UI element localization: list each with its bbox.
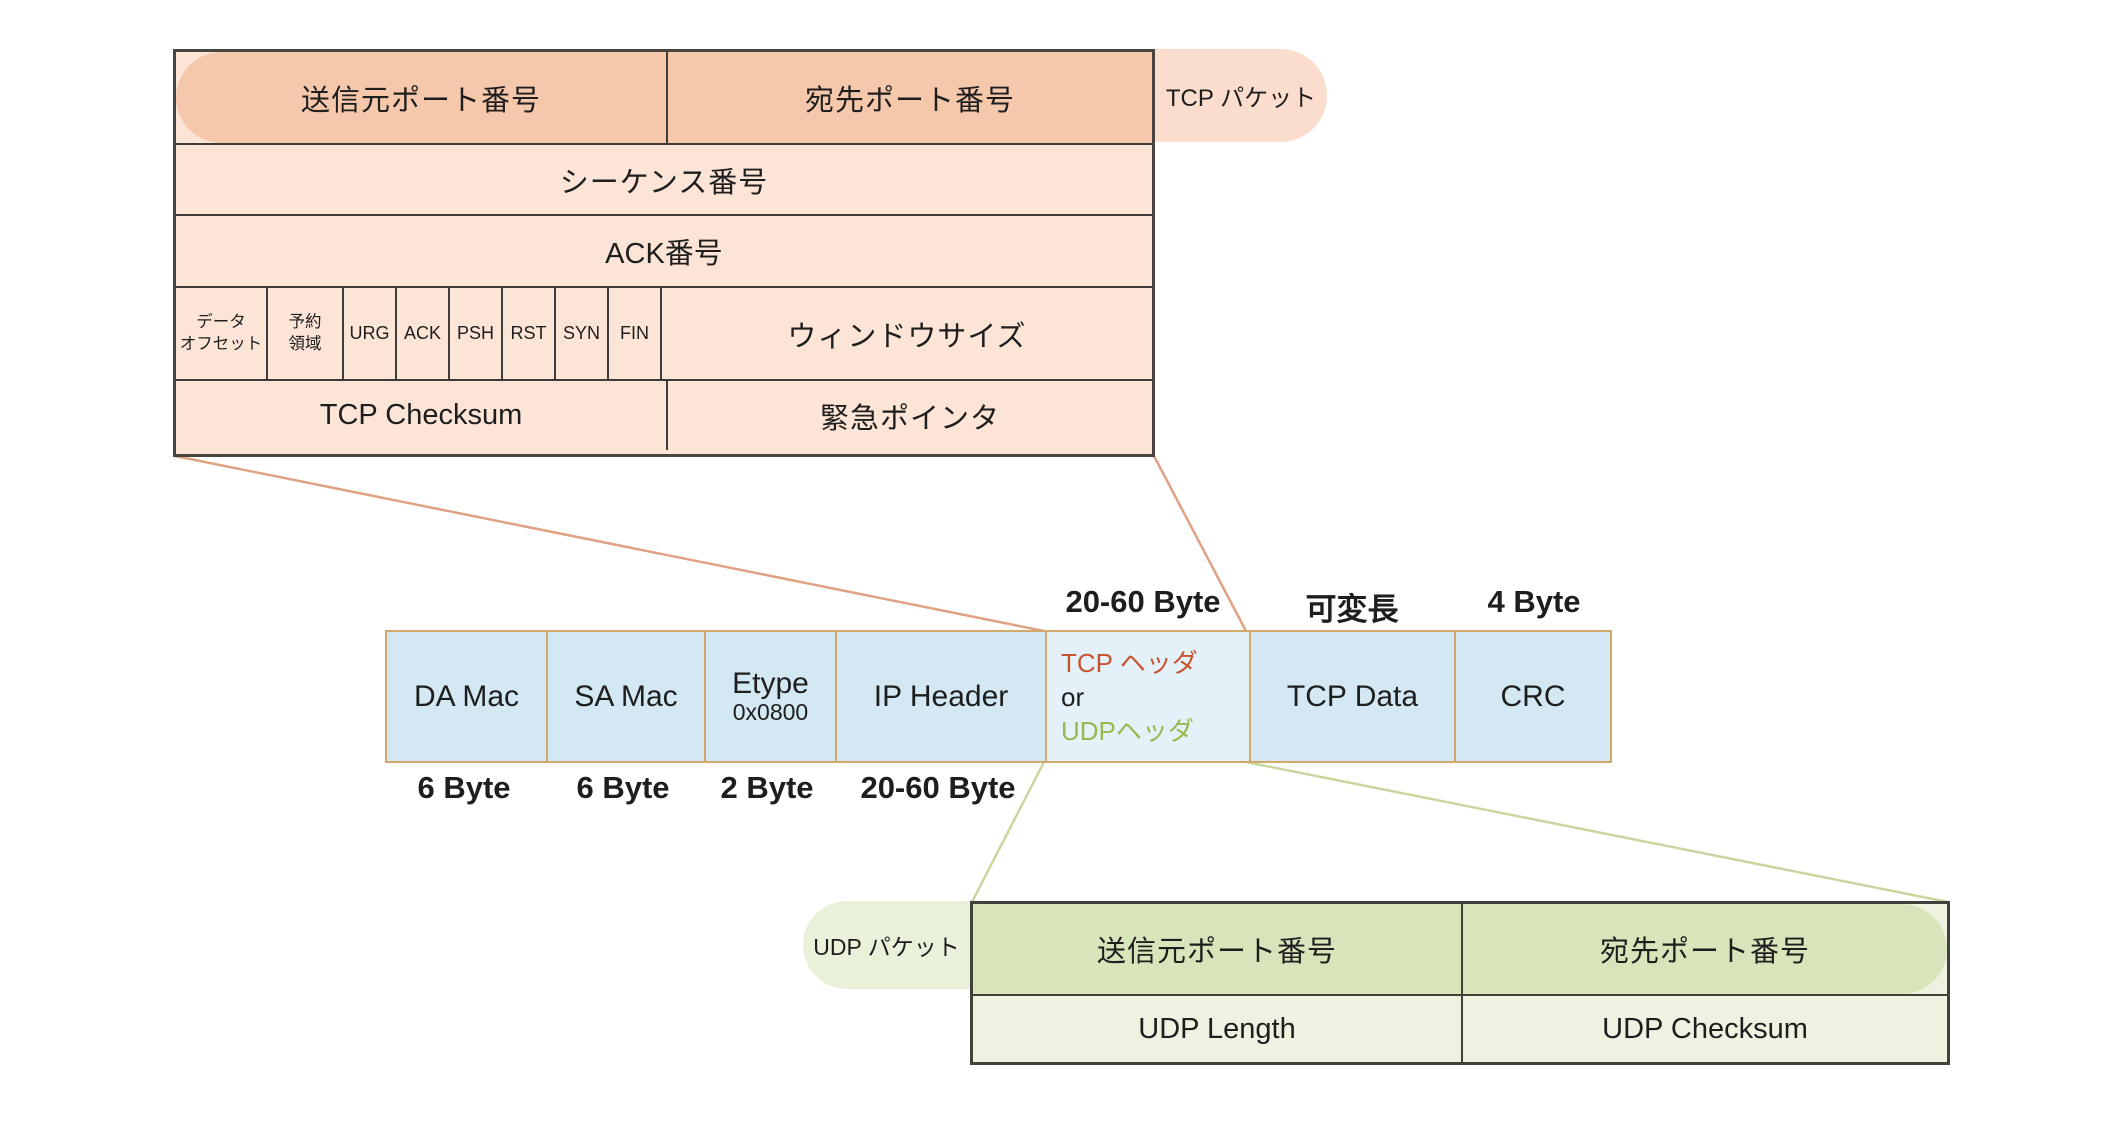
da-mac-size-label: 6 Byte bbox=[417, 770, 511, 805]
or-line: or bbox=[1061, 681, 1085, 712]
tcp-flag-urg: URG bbox=[344, 288, 397, 379]
tcp-flag-reserved: 予約 領域 bbox=[268, 288, 344, 379]
crc-size-label: 4 Byte bbox=[1487, 584, 1581, 619]
etype-cell: Etype 0x0800 bbox=[704, 632, 835, 761]
etype-size-label: 2 Byte bbox=[720, 770, 814, 805]
tcp-checksum-cell: TCP Checksum bbox=[319, 399, 523, 431]
tcp-flag-rst: RST bbox=[503, 288, 556, 379]
udp-zoom-line-left bbox=[970, 761, 1046, 903]
tcp-header-size-label: 20-60 Byte bbox=[1065, 584, 1221, 619]
tcp-zoom-line-right bbox=[1152, 455, 1248, 632]
sa-mac-size-label: 6 Byte bbox=[576, 770, 670, 805]
tcp-row-ack: ACK番号 bbox=[176, 214, 1152, 286]
udp-src-port-cell: 送信元ポート番号 bbox=[1096, 936, 1337, 968]
tcp-header-table: 送信元ポート番号 宛先ポート番号 シーケンス番号 ACK番号 データ オフセット… bbox=[173, 49, 1155, 457]
ip-header-cell: IP Header bbox=[835, 632, 1045, 761]
sa-mac-cell: SA Mac bbox=[546, 632, 704, 761]
tcp-sequence-cell: シーケンス番号 bbox=[559, 166, 769, 199]
udp-row-ports: 送信元ポート番号 宛先ポート番号 bbox=[973, 904, 1947, 994]
ip-header-size-label: 20-60 Byte bbox=[860, 770, 1016, 805]
ethernet-frame: DA Mac SA Mac Etype 0x0800 IP Header TCP… bbox=[385, 630, 1612, 763]
udp-checksum-cell: UDP Checksum bbox=[1461, 996, 1947, 1062]
tcp-flag-ack: ACK bbox=[397, 288, 450, 379]
tcp-flag-data-offset: データ オフセット bbox=[176, 288, 268, 379]
tcp-packet-bubble-label: TCP パケット bbox=[1165, 85, 1317, 112]
udp-packet-bubble-label: UDP パケット bbox=[813, 934, 960, 960]
tcp-flag-syn: SYN bbox=[556, 288, 609, 379]
tcp-zoom-line-left bbox=[174, 454, 1045, 633]
etype-value: 0x0800 bbox=[732, 699, 809, 725]
tcp-data-cell: TCP Data bbox=[1249, 632, 1454, 761]
udp-header-table: 送信元ポート番号 宛先ポート番号 UDP Length UDP Checksum bbox=[970, 901, 1950, 1065]
tcp-ports-highlight-pill bbox=[176, 52, 1152, 143]
udp-row-length-checksum: UDP Length UDP Checksum bbox=[973, 994, 1947, 1062]
crc-cell: CRC bbox=[1454, 632, 1610, 761]
tcp-row-checksum: TCP Checksum 緊急ポインタ bbox=[176, 379, 1152, 450]
tcp-ack-cell: ACK番号 bbox=[605, 238, 723, 270]
tcp-data-size-label: 可変長 bbox=[1305, 592, 1399, 627]
tcp-src-port-cell: 送信元ポート番号 bbox=[300, 84, 541, 117]
udp-dst-port-cell: 宛先ポート番号 bbox=[1461, 904, 1947, 994]
tcp-dst-port-cell: 宛先ポート番号 bbox=[666, 52, 1152, 143]
da-mac-cell: DA Mac bbox=[387, 632, 546, 761]
tcp-packet-bubble: TCP パケット bbox=[1155, 49, 1327, 142]
tcp-row-sequence: シーケンス番号 bbox=[176, 143, 1152, 214]
udp-zoom-line-right bbox=[1245, 760, 1949, 904]
tcp-urgent-pointer-cell: 緊急ポインタ bbox=[666, 381, 1152, 450]
udp-ports-highlight-pill bbox=[973, 904, 1947, 994]
udp-length-cell: UDP Length bbox=[1138, 1012, 1296, 1045]
etype-label: Etype bbox=[732, 667, 809, 700]
udp-header-line: UDPヘッダ bbox=[1061, 715, 1194, 746]
tcp-row-flags: データ オフセット 予約 領域 URG ACK PSH RST SYN FIN … bbox=[176, 286, 1152, 379]
tcp-or-udp-header-cell: TCP ヘッダ or UDPヘッダ bbox=[1045, 632, 1249, 761]
udp-packet-bubble: UDP パケット bbox=[803, 901, 970, 989]
tcp-window-size-cell: ウィンドウサイズ bbox=[787, 320, 1027, 353]
tcp-flag-fin: FIN bbox=[609, 288, 662, 379]
tcp-header-line: TCP ヘッダ bbox=[1061, 647, 1198, 678]
tcp-row-ports: 送信元ポート番号 宛先ポート番号 bbox=[176, 52, 1152, 143]
tcp-flag-psh: PSH bbox=[450, 288, 503, 379]
